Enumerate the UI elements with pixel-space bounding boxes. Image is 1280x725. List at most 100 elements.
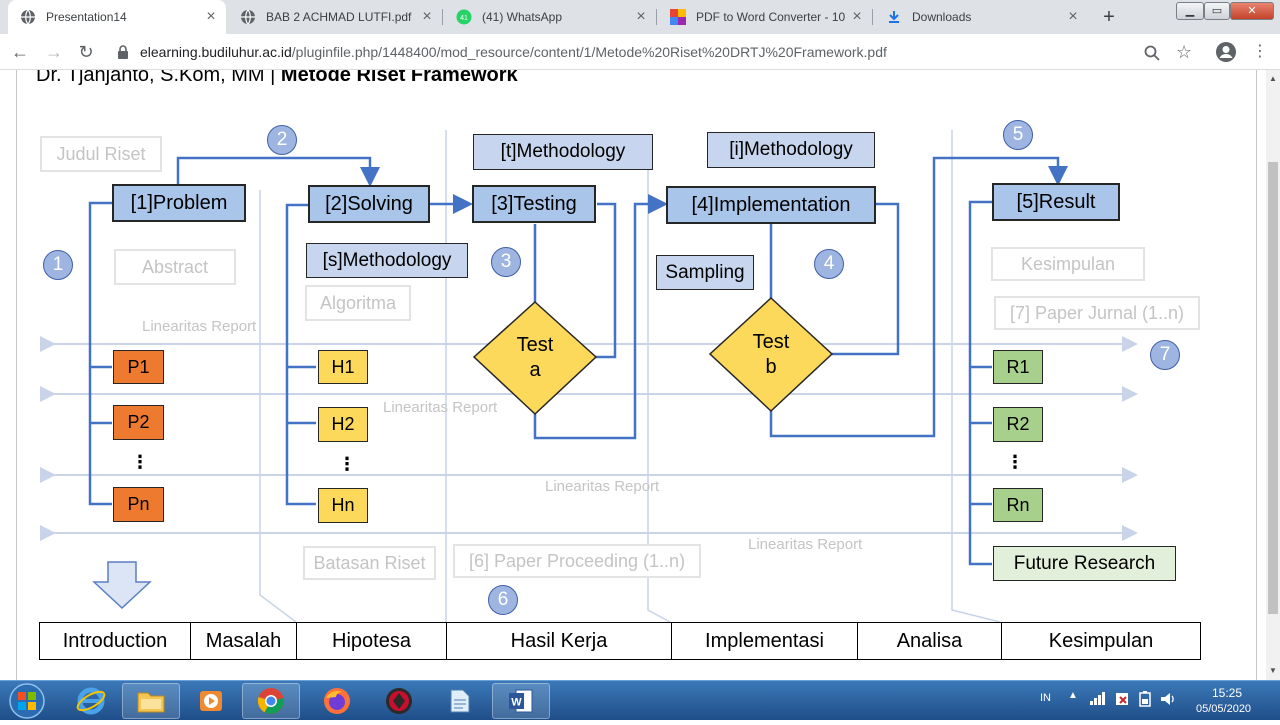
clock-time[interactable]: 15:25 xyxy=(1212,686,1243,700)
hypothesis-item: H1 xyxy=(318,350,368,384)
notepad-icon[interactable] xyxy=(430,683,488,719)
tab-title: Downloads xyxy=(912,10,972,24)
tab-pdf-to-word[interactable]: PDF to Word Converter - 10 × xyxy=(658,0,872,34)
diagram-connectors xyxy=(40,130,1138,623)
future-research-box: Future Research xyxy=(993,546,1176,581)
category-implementasi: Implementasi xyxy=(671,622,858,660)
result-item: R2 xyxy=(993,407,1043,442)
url-text: elearning.budiluhur.ac.id/pluginfile.php… xyxy=(140,44,887,60)
reload-button[interactable]: ↻ xyxy=(78,42,94,62)
result-item: R1 xyxy=(993,350,1043,384)
step-circle-6: 6 xyxy=(488,585,518,615)
minimize-button[interactable]: ▁ xyxy=(1176,2,1204,20)
step-circle-7: 7 xyxy=(1150,340,1180,370)
hypothesis-item: H2 xyxy=(318,407,368,442)
close-window-button[interactable]: ✕ xyxy=(1230,2,1274,20)
download-icon xyxy=(886,9,902,25)
tab-strip: Presentation14 × BAB 2 ACHMAD LUTFI.pdf … xyxy=(0,0,1280,34)
bookmark-star-icon[interactable]: ☆ xyxy=(1176,42,1193,62)
tray-expand-icon[interactable]: ▲ xyxy=(1068,690,1078,701)
file-explorer-icon[interactable] xyxy=(122,683,180,719)
problem-item: P1 xyxy=(113,350,164,384)
firefox-icon[interactable] xyxy=(308,683,366,719)
menu-kebab-icon[interactable]: ⋮ xyxy=(1252,43,1268,60)
battery-icon[interactable] xyxy=(1138,691,1152,710)
step-circle-2: 2 xyxy=(267,125,297,155)
step-circle-3: 3 xyxy=(491,247,521,277)
problem-box: [1]Problem xyxy=(112,184,246,222)
chrome-icon[interactable] xyxy=(242,683,300,719)
result-box: [5]Result xyxy=(992,183,1120,221)
tab-title: BAB 2 ACHMAD LUTFI.pdf xyxy=(266,10,412,24)
word-icon[interactable]: W xyxy=(492,683,550,719)
tab-close-icon[interactable]: × xyxy=(852,8,862,25)
step-circle-1: 1 xyxy=(43,250,73,280)
scroll-up-icon[interactable]: ▲ xyxy=(1269,74,1277,83)
problem-item: Pn xyxy=(113,487,164,522)
tab-close-icon[interactable]: × xyxy=(1068,8,1078,25)
tab-whatsapp[interactable]: 41 (41) WhatsApp × xyxy=(444,0,656,34)
tab-bab2-pdf[interactable]: BAB 2 ACHMAD LUTFI.pdf × xyxy=(228,0,442,34)
new-tab-button[interactable]: + xyxy=(1103,6,1115,28)
tab-separator xyxy=(872,9,873,25)
paper-proceeding-box: [6] Paper Proceeding (1..n) xyxy=(453,544,701,578)
tab-close-icon[interactable]: × xyxy=(206,8,216,25)
tab-presentation14[interactable]: Presentation14 × xyxy=(8,0,226,34)
action-center-icon[interactable] xyxy=(1114,691,1130,710)
ellipsis: ⋮ xyxy=(1006,452,1024,472)
solving-box: [2]Solving xyxy=(308,185,430,223)
volume-icon[interactable] xyxy=(1160,691,1176,710)
clock-date[interactable]: 05/05/2020 xyxy=(1196,703,1252,715)
category-hasil-kerja: Hasil Kerja xyxy=(446,622,672,660)
vertical-scrollbar[interactable]: ▲ ▼ xyxy=(1266,70,1280,680)
category-masalah: Masalah xyxy=(190,622,297,660)
category-analisa: Analisa xyxy=(857,622,1002,660)
tab-title: Presentation14 xyxy=(46,10,127,24)
tab-close-icon[interactable]: × xyxy=(636,8,646,25)
judul-riset-box: Judul Riset xyxy=(40,136,162,172)
linearitas-label: Linearitas Report xyxy=(383,399,498,416)
problem-item: P2 xyxy=(113,405,164,440)
scroll-down-icon[interactable]: ▼ xyxy=(1269,666,1277,675)
address-bar[interactable]: elearning.budiluhur.ac.id/pluginfile.php… xyxy=(108,38,1208,66)
document-header: Dr. Tjahjanto, S.Kom, MM | Metode Riset … xyxy=(36,70,518,86)
i-methodology-box: [i]Methodology xyxy=(707,132,875,168)
forward-button[interactable]: → xyxy=(45,42,63,62)
result-item: Rn xyxy=(993,488,1043,522)
paper-jurnal-box: [7] Paper Jurnal (1..n) xyxy=(994,296,1200,330)
tab-title: (41) WhatsApp xyxy=(482,10,563,24)
language-indicator[interactable]: IN xyxy=(1040,692,1051,704)
internet-explorer-icon[interactable] xyxy=(62,683,120,719)
tab-title: PDF to Word Converter - 10 xyxy=(696,10,846,24)
maximize-button[interactable]: ▭ xyxy=(1204,2,1230,20)
category-introduction: Introduction xyxy=(39,622,191,660)
step-circle-5: 5 xyxy=(1003,120,1033,150)
media-player-icon[interactable] xyxy=(182,683,240,719)
tab-close-icon[interactable]: × xyxy=(422,8,432,25)
page-border xyxy=(16,70,17,680)
scroll-thumb[interactable] xyxy=(1268,162,1278,614)
pdf-converter-icon xyxy=(670,9,686,25)
antivirus-icon[interactable] xyxy=(370,683,428,719)
tab-downloads[interactable]: Downloads × xyxy=(874,0,1088,34)
linearitas-label: Linearitas Report xyxy=(748,536,863,553)
windows-taskbar: W IN ▲ 15:25 05/05/2020 xyxy=(0,680,1280,720)
profile-avatar-icon[interactable] xyxy=(1214,40,1238,64)
s-methodology-box: [s]Methodology xyxy=(306,243,468,278)
category-hipotesa: Hipotesa xyxy=(296,622,447,660)
zoom-icon[interactable] xyxy=(1144,45,1160,65)
globe-icon xyxy=(240,9,256,25)
network-signal-icon[interactable] xyxy=(1090,691,1106,708)
start-button[interactable] xyxy=(2,682,52,720)
t-methodology-box: [t]Methodology xyxy=(473,134,653,170)
page-border xyxy=(1256,70,1257,680)
linearitas-label: Linearitas Report xyxy=(545,478,660,495)
implementation-box: [4]Implementation xyxy=(666,186,876,224)
abstract-box: Abstract xyxy=(114,249,236,285)
tab-separator xyxy=(656,9,657,25)
pdf-viewer-content: Dr. Tjahjanto, S.Kom, MM | Metode Riset … xyxy=(0,70,1266,680)
testing-box: [3]Testing xyxy=(472,185,596,223)
back-button[interactable]: ← xyxy=(11,42,29,62)
